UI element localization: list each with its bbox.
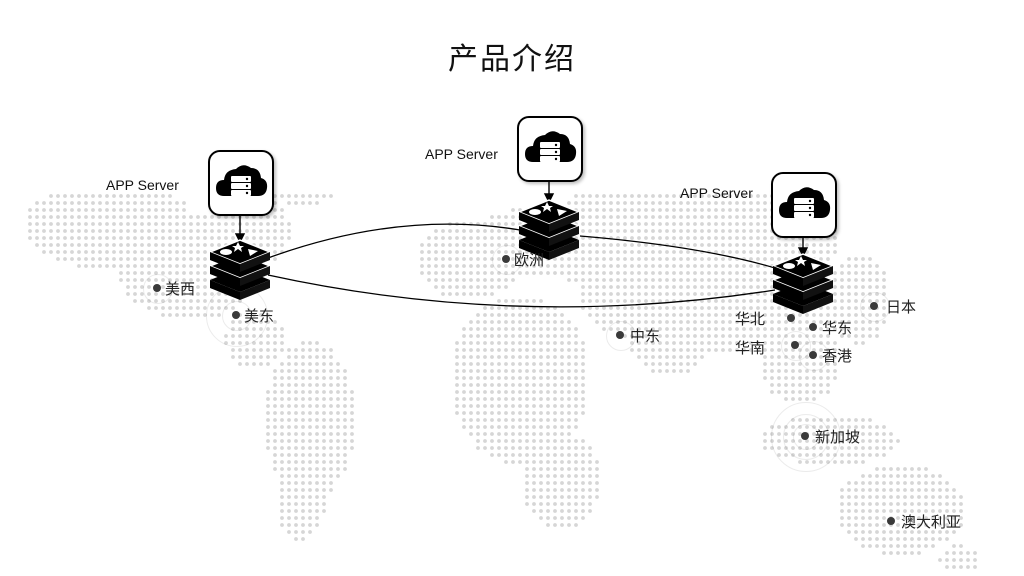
- region-label: 华南: [735, 339, 766, 357]
- region-label: 香港: [822, 347, 853, 365]
- cloud-server-icon: [210, 152, 272, 214]
- location-dot-icon: [502, 255, 510, 263]
- app-server-label-eu: APP Server: [425, 146, 498, 162]
- location-dot-icon: [616, 331, 624, 339]
- region-label: 澳大利亚: [901, 513, 962, 531]
- app-server-us[interactable]: [208, 150, 274, 216]
- app-server-cn[interactable]: [771, 172, 837, 238]
- region-label: 美西: [165, 280, 196, 298]
- region-label: 欧洲: [514, 251, 545, 269]
- app-server-eu[interactable]: [517, 116, 583, 182]
- region-label: 中东: [630, 327, 661, 345]
- app-server-label-cn: APP Server: [680, 185, 753, 201]
- location-dot-icon: [870, 302, 878, 310]
- location-dot-icon: [153, 284, 161, 292]
- cloud-server-icon: [773, 174, 835, 236]
- location-dot-icon: [887, 517, 895, 525]
- redis-stack-icon-cn[interactable]: [771, 252, 835, 314]
- location-dot-icon: [232, 311, 240, 319]
- location-dot-icon: [809, 351, 817, 359]
- location-dot-icon: [791, 341, 799, 349]
- page-title: 产品介绍: [448, 42, 576, 77]
- location-dot-icon: [801, 432, 809, 440]
- region-label: 日本: [886, 298, 917, 316]
- region-label: 美东: [244, 307, 275, 325]
- cloud-server-icon: [519, 118, 581, 180]
- region-label: 新加坡: [815, 428, 861, 446]
- location-dot-icon: [787, 314, 795, 322]
- region-label: 华东: [822, 319, 853, 337]
- app-server-label-us: APP Server: [106, 177, 179, 193]
- region-label: 华北: [735, 310, 766, 328]
- location-dot-icon: [809, 323, 817, 331]
